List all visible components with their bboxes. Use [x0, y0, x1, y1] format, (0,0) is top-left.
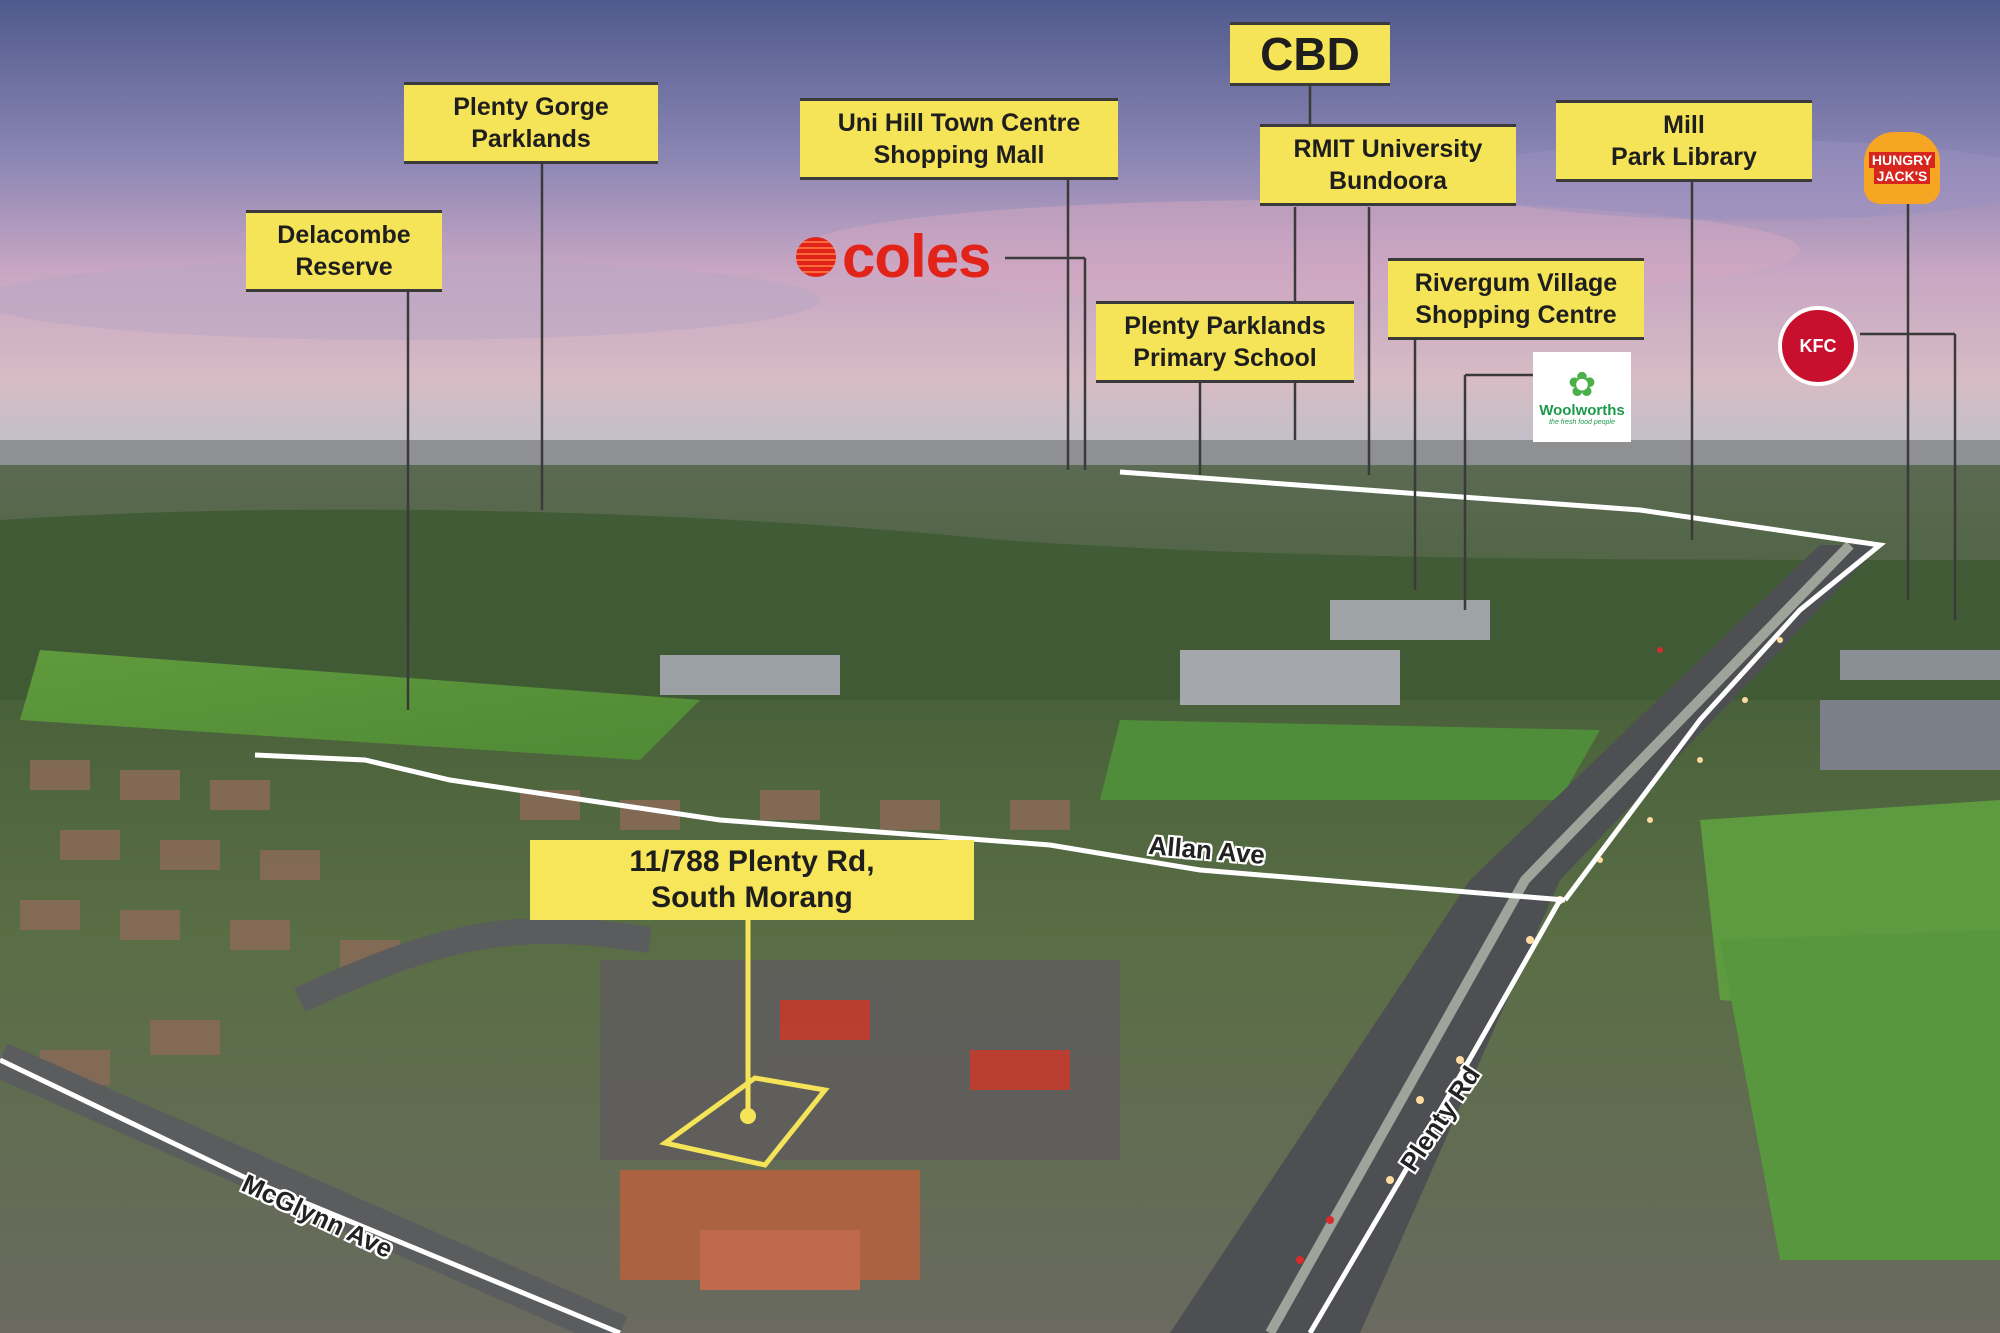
- label-cbd: CBD: [1230, 22, 1390, 86]
- label-plenty-gorge-parklands: Plenty Gorge Parklands: [404, 82, 658, 164]
- kfc-logo: KFC: [1778, 306, 1858, 386]
- woolworths-logo-text: Woolworths: [1539, 402, 1625, 419]
- woolworths-logo: ✿ Woolworths the fresh food people: [1533, 352, 1631, 442]
- label-property-address: 11/788 Plenty Rd, South Morang: [530, 840, 974, 920]
- woolworths-leaf-icon: ✿: [1567, 366, 1597, 404]
- label-rivergum-village: Rivergum Village Shopping Centre: [1388, 258, 1644, 340]
- hungry-jacks-line2: JACK'S: [1873, 168, 1931, 184]
- coles-dot-icon: [796, 236, 836, 277]
- coles-logo-text: coles: [842, 223, 991, 290]
- label-uni-hill-town-centre: Uni Hill Town Centre Shopping Mall: [800, 98, 1118, 180]
- label-mill-park-library: Mill Park Library: [1556, 100, 1812, 182]
- hungry-jacks-logo: HUNGRY JACK'S: [1864, 132, 1940, 204]
- label-rmit-university: RMIT University Bundoora: [1260, 124, 1516, 206]
- coles-logo: coles: [796, 222, 991, 291]
- hungry-jacks-line1: HUNGRY: [1868, 152, 1936, 168]
- label-plenty-parklands-primary-school: Plenty Parklands Primary School: [1096, 301, 1354, 383]
- woolworths-tagline: the fresh food people: [1549, 419, 1615, 426]
- label-delacombe-reserve: Delacombe Reserve: [246, 210, 442, 292]
- kfc-colonel-icon: KFC: [1799, 335, 1837, 356]
